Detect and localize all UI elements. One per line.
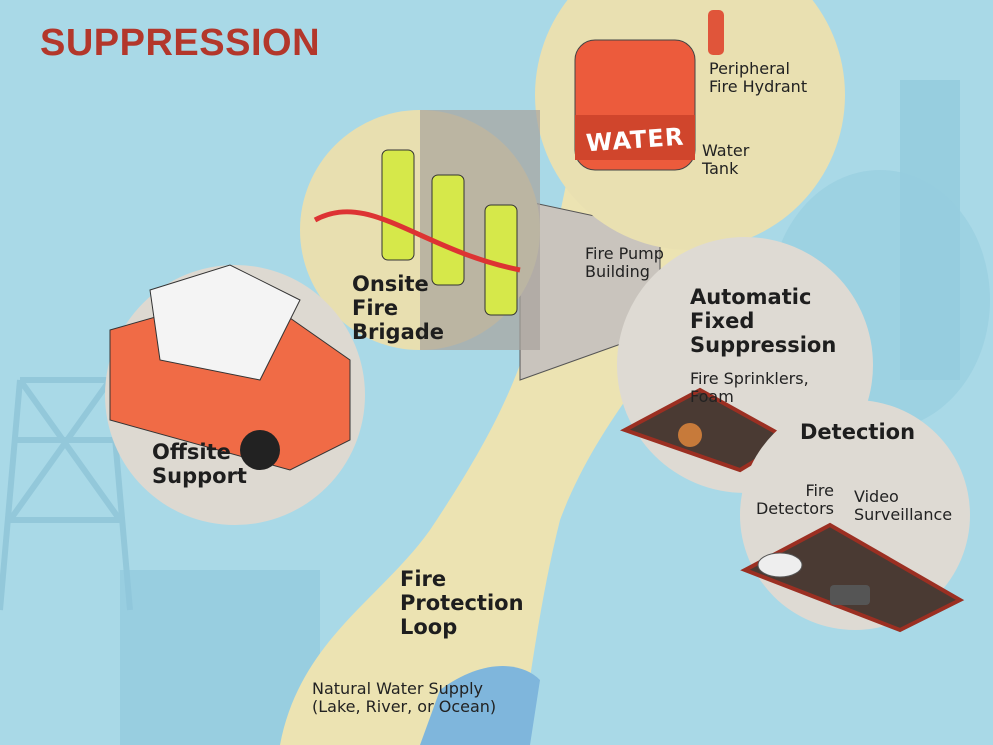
water-tank-label: Water Tank	[702, 141, 750, 179]
automatic-suppression-label: Automatic Fixed Suppression	[690, 285, 837, 358]
hose-icon	[313, 209, 521, 273]
offsite-support-label: Offsite Support	[152, 440, 247, 489]
detection-label: Detection	[800, 420, 916, 444]
sprinkler-icon	[678, 423, 702, 447]
peripheral-hydrant-label: Peripheral Fire Hydrant	[709, 59, 808, 97]
building-icon	[120, 570, 320, 745]
smoke-detector-icon	[757, 552, 803, 578]
hydrant-icon	[708, 10, 724, 55]
page-title: SUPPRESSION	[40, 22, 321, 64]
fire-protection-loop-label: Fire Protection Loop	[400, 567, 524, 640]
camera-icon	[830, 585, 870, 605]
onsite-brigade-label: Onsite Fire Brigade	[352, 272, 445, 345]
natural-water-label: Natural Water Supply (Lake, River, or Oc…	[312, 679, 497, 717]
sprinklers-label: Fire Sprinklers, Foam	[690, 369, 809, 407]
natural-water	[420, 666, 540, 745]
fire-detectors-label: Fire Detectors	[755, 481, 834, 519]
firefighter-icon	[381, 149, 518, 316]
video-surveillance-label: Video Surveillance	[854, 487, 953, 525]
fire-pump-label: Fire Pump Building	[585, 244, 664, 282]
tower-icon	[0, 377, 133, 611]
